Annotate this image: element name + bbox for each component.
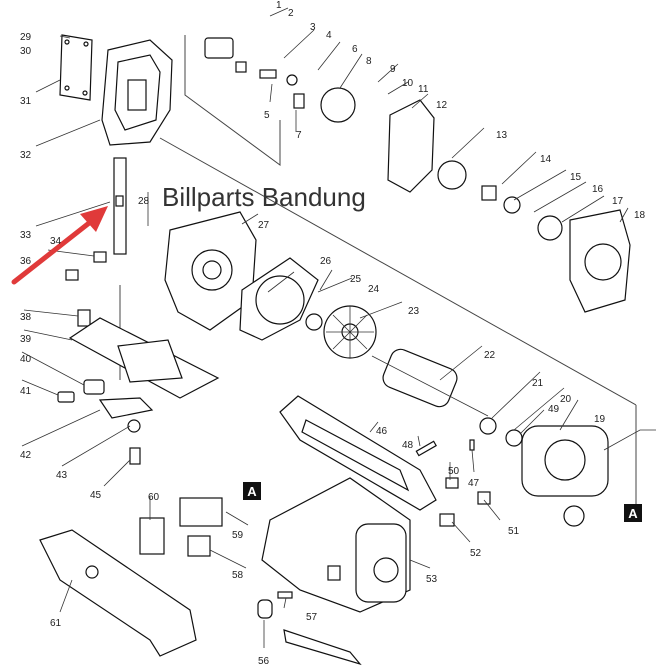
motor-housing-53 — [261, 477, 411, 613]
part-number-45: 45 — [90, 490, 102, 501]
plunger-33 — [113, 157, 127, 255]
part-number-60: 60 — [148, 492, 160, 503]
part-number-3: 3 — [310, 22, 316, 33]
part-number-43: 43 — [56, 470, 68, 481]
part-number-14: 14 — [540, 154, 552, 165]
part-number-57: 57 — [306, 612, 318, 623]
part-number-30: 30 — [20, 46, 32, 57]
part-number-23: 23 — [408, 306, 420, 317]
part-number-20: 20 — [560, 394, 572, 405]
part-number-33: 33 — [20, 230, 32, 241]
part-number-61: 61 — [50, 618, 62, 629]
part-number-11: 11 — [418, 84, 429, 95]
washer-20 — [505, 429, 523, 447]
part-number-10: 10 — [402, 78, 414, 89]
armature-22 — [371, 348, 497, 435]
top-right-parts — [204, 37, 631, 313]
part-number-7: 7 — [296, 130, 302, 141]
part-number-13: 13 — [496, 130, 508, 141]
part-number-40: 40 — [20, 354, 32, 365]
handle-46 — [279, 395, 437, 511]
part-number-39: 39 — [20, 334, 32, 345]
section-marker-a-right: A — [624, 504, 642, 522]
part-number-58: 58 — [232, 570, 244, 581]
part-number-52: 52 — [470, 548, 482, 559]
part-number-24: 24 — [368, 284, 380, 295]
section-marker-a-label: A — [628, 506, 638, 521]
part-number-15: 15 — [570, 172, 582, 183]
part-number-28: 28 — [138, 196, 150, 207]
leader-lines — [21, 7, 629, 648]
fan-23 — [323, 305, 377, 359]
part-number-49: 49 — [548, 404, 560, 415]
part-number-29: 29 — [20, 32, 32, 43]
part-number-48: 48 — [402, 440, 414, 451]
part-number-46: 46 — [376, 426, 388, 437]
part-number-36: 36 — [20, 256, 32, 267]
section-marker-a-label: A — [247, 484, 257, 499]
shoe-61 — [39, 529, 197, 657]
part-number-5: 5 — [264, 110, 270, 121]
part-number-8: 8 — [366, 56, 372, 67]
part-number-53: 53 — [426, 574, 438, 585]
part-number-26: 26 — [320, 256, 332, 267]
part-number-labels: 1234567891011121314151617181920212223242… — [20, 0, 646, 667]
part-number-9: 9 — [390, 64, 396, 75]
base-plate-39 — [68, 317, 220, 399]
part-number-34: 34 — [50, 236, 62, 247]
small-parts-bottom — [139, 497, 223, 557]
part-number-19: 19 — [594, 414, 606, 425]
watermark-text: Billparts Bandung — [162, 182, 366, 212]
part-number-38: 38 — [20, 312, 32, 323]
housing-32 — [101, 39, 173, 146]
part-number-27: 27 — [258, 220, 270, 231]
section-marker-a-left: A — [243, 482, 261, 500]
part-number-50: 50 — [448, 466, 460, 477]
part-number-17: 17 — [612, 196, 624, 207]
part-number-41: 41 — [20, 386, 32, 397]
red-arrow — [11, 206, 108, 285]
part-number-21: 21 — [532, 378, 544, 389]
gear-case-27 — [164, 211, 257, 331]
plate-31 — [59, 34, 93, 101]
part-number-12: 12 — [436, 100, 448, 111]
part-number-47: 47 — [468, 478, 480, 489]
small-parts-left — [57, 251, 154, 465]
part-number-22: 22 — [484, 350, 496, 361]
part-number-59: 59 — [232, 530, 244, 541]
part-number-31: 31 — [20, 96, 32, 107]
part-number-16: 16 — [592, 184, 604, 195]
part-number-56: 56 — [258, 656, 270, 667]
field-19 — [521, 425, 656, 527]
part-number-32: 32 — [20, 150, 32, 161]
part-number-42: 42 — [20, 450, 32, 461]
part-number-25: 25 — [350, 274, 362, 285]
part-number-1: 1 — [276, 0, 282, 11]
part-number-18: 18 — [634, 210, 646, 221]
part-number-2: 2 — [288, 8, 294, 19]
bearing-24 — [305, 313, 323, 331]
part-number-6: 6 — [352, 44, 358, 55]
part-number-4: 4 — [326, 30, 332, 41]
part-number-51: 51 — [508, 526, 520, 537]
baffle-26 — [239, 257, 319, 341]
